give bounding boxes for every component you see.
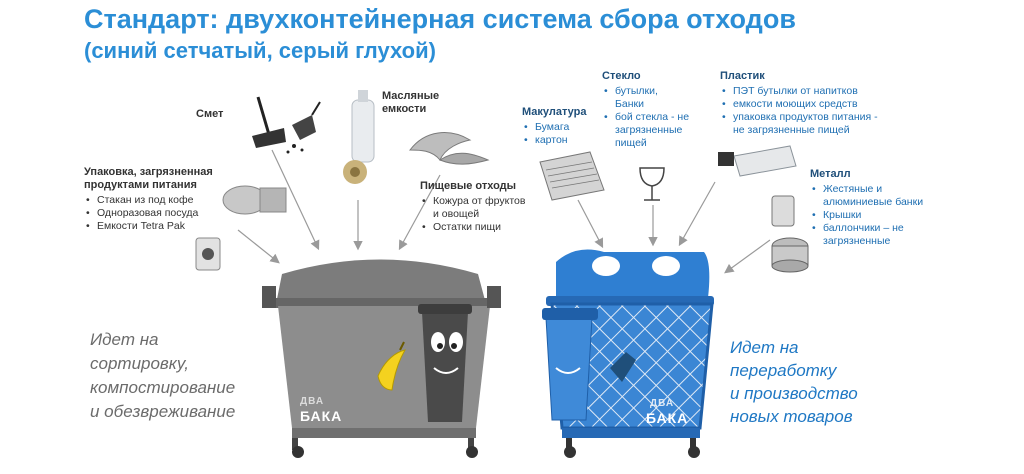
- wine-glass-icon: [639, 167, 665, 201]
- metal-item3-line2: загрязненные: [823, 235, 891, 247]
- glass-item2-line3: пищей: [615, 137, 647, 149]
- food-header: Пищевые отходы: [420, 180, 517, 192]
- blue-caption-line: Идет на: [730, 338, 799, 357]
- list-item: ПЭТ бутылки от напитков: [720, 85, 878, 98]
- glass-item1-line2: Банки: [615, 98, 644, 110]
- grey-bin-logo-top: ДВА: [300, 396, 325, 407]
- food-block: Пищевые отходы Кожура от фруктов и овоще…: [420, 180, 525, 234]
- blue-arrows: [577, 181, 771, 274]
- packaging-trash-icon: [195, 185, 287, 271]
- oil-label-line1: Масляные: [382, 90, 440, 102]
- plastic-item3-line2: не загрязненные пищей: [733, 124, 850, 136]
- grey-bin: [262, 259, 501, 458]
- list-item: баллончики – не загрязненные: [810, 222, 923, 248]
- list-item: Кожура от фруктов и овощей: [420, 195, 525, 221]
- paper-header: Макулатура: [522, 106, 587, 118]
- broom-icon: [252, 96, 321, 154]
- plastic-list: ПЭТ бутылки от напитков емкости моющих с…: [720, 85, 878, 137]
- grey-caption-line: и обезвреживание: [90, 402, 236, 421]
- blue-bin-logo-bottom: БАКА: [646, 410, 689, 426]
- bottle-icon: [343, 90, 375, 184]
- food-item1-line2: и овощей: [433, 208, 480, 220]
- metal-item1-line2: алюминиевые банки: [823, 196, 924, 208]
- metal-list: Жестяные и алюминиевые банки Крышки балл…: [810, 183, 923, 248]
- glass-item2-line2: загрязненные: [615, 124, 683, 136]
- list-item: Остатки пищи: [420, 221, 525, 234]
- metal-item1-line1: Жестяные и: [823, 183, 883, 195]
- metal-item3-line1: баллончики – не: [823, 222, 904, 234]
- page-title: Стандарт: двухконтейнерная система сбора…: [84, 4, 796, 34]
- blue-caption: Идет на переработку и производство новых…: [730, 336, 858, 428]
- list-item: Жестяные и алюминиевые банки: [810, 183, 923, 209]
- list-item: Емкости Tetra Pak: [84, 220, 213, 233]
- plastic-block: Пластик ПЭТ бутылки от напитков емкости …: [720, 70, 878, 137]
- grey-bin-logo-bottom: БАКА: [300, 408, 343, 424]
- list-item: Одноразовая посуда: [84, 207, 213, 220]
- oil-label: Масляные емкости: [382, 90, 439, 116]
- newspaper-icon: [539, 151, 605, 201]
- paper-list: Бумага картон: [522, 121, 586, 147]
- packaging-header-line2: продуктами питания: [84, 179, 197, 191]
- blue-bin: [542, 249, 714, 458]
- plastic-header: Пластик: [720, 70, 765, 82]
- glass-list: бутылки, Банки бой стекла - не загрязнен…: [602, 85, 689, 150]
- blue-bin-logo-top: ДВА: [650, 398, 675, 409]
- list-item: бутылки, Банки: [602, 85, 689, 111]
- food-list: Кожура от фруктов и овощей Остатки пищи: [420, 195, 525, 234]
- banana-peel-icon: [408, 132, 490, 165]
- crushed-bottle-icon: [718, 145, 797, 177]
- list-item: емкости моющих средств: [720, 98, 878, 111]
- packaging-block: Упаковка, загрязненная продуктами питани…: [84, 166, 213, 233]
- glass-item1-line1: бутылки,: [615, 85, 658, 97]
- grey-caption-line: сортировку,: [90, 354, 189, 373]
- tin-can-icon: [771, 195, 809, 273]
- list-item: бой стекла - не загрязненные пищей: [602, 111, 689, 150]
- packaging-header-line1: Упаковка, загрязненная: [84, 166, 213, 178]
- page-subtitle: (синий сетчатый, серый глухой): [84, 38, 436, 63]
- grey-caption-line: компостирование: [90, 378, 236, 397]
- glass-item2-line1: бой стекла - не: [615, 111, 690, 123]
- glass-block: Стекло бутылки, Банки бой стекла - не за…: [602, 70, 689, 150]
- packaging-list: Стакан из под кофе Одноразовая посуда Ем…: [84, 194, 213, 233]
- plastic-item3-line1: упаковка продуктов питания -: [733, 111, 878, 123]
- list-item: Бумага: [522, 121, 586, 134]
- smet-label: Смет: [196, 108, 224, 120]
- list-item: упаковка продуктов питания - не загрязне…: [720, 111, 878, 137]
- metal-header: Металл: [810, 168, 851, 180]
- oil-label-line2: емкости: [382, 103, 427, 115]
- blue-caption-line: новых товаров: [730, 407, 853, 426]
- glass-header: Стекло: [602, 70, 641, 82]
- blue-caption-line: переработку: [730, 361, 837, 380]
- grey-caption-line: Идет на: [90, 330, 159, 349]
- food-item1-line1: Кожура от фруктов: [433, 195, 526, 207]
- blue-caption-line: и производство: [730, 384, 858, 403]
- paper-block: Макулатура Бумага картон: [522, 106, 586, 147]
- grey-caption: Идет на сортировку, компостирование и об…: [90, 328, 235, 424]
- list-item: Стакан из под кофе: [84, 194, 213, 207]
- list-item: картон: [522, 134, 586, 147]
- metal-block: Металл Жестяные и алюминиевые банки Крыш…: [810, 168, 923, 248]
- list-item: Крышки: [810, 209, 923, 222]
